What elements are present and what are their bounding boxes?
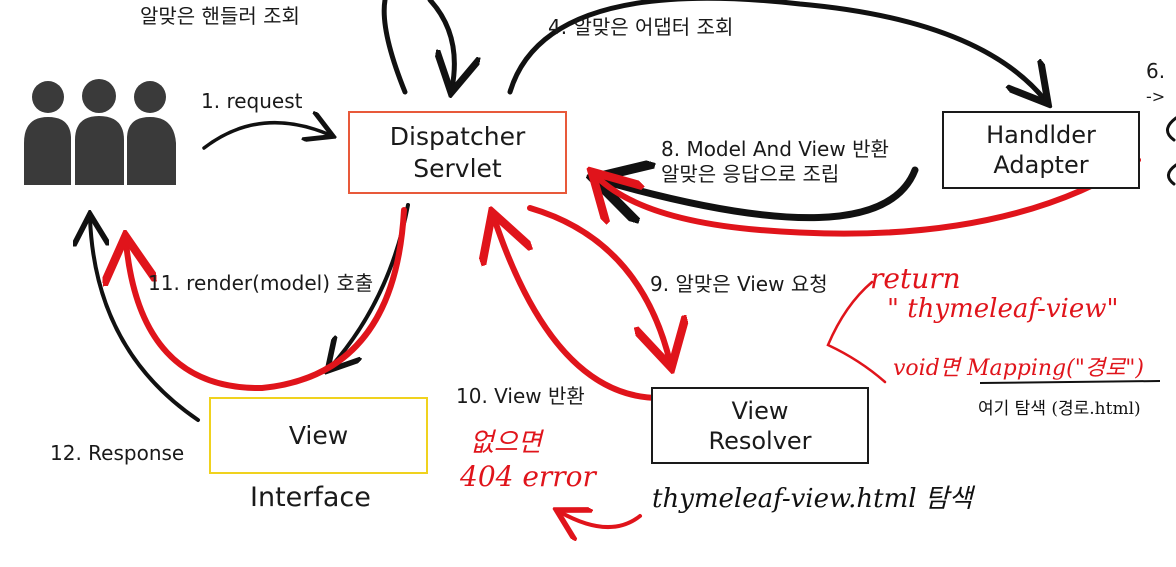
- step1-label: 1. request: [201, 89, 303, 113]
- view-resolver-box: View Resolver: [651, 387, 869, 464]
- annotation-template-search: thymeleaf-view.html 탐색: [652, 484, 973, 514]
- red-view-return-stroke: [494, 218, 665, 402]
- view-box: View: [209, 397, 428, 474]
- annotation-search-note: 여기 탐색 (경로.html): [978, 399, 1141, 419]
- red-view-request-stroke: [527, 205, 670, 362]
- adapter-label-line2: Adapter: [993, 151, 1089, 179]
- dispatcher-servlet-box: Dispatcher Servlet: [348, 111, 567, 194]
- red-render-response-stroke: [126, 207, 407, 392]
- annotation-return-value: " thymeleaf-view": [887, 294, 1119, 324]
- handler-lookup-label: 알맞은 핸들러 조회: [140, 4, 300, 28]
- step8-label-line2: 알맞은 응답으로 조립: [661, 162, 840, 186]
- annotation-missing-line1: 없으면: [470, 428, 542, 458]
- step6-arrow-label: ->: [1146, 87, 1166, 106]
- users-icon: [24, 79, 176, 185]
- annotation-return-word: return: [870, 262, 961, 295]
- step10-label: 10. View 반환: [456, 384, 585, 408]
- red-adapter-return-stroke: [596, 157, 1141, 237]
- handler-adapter-box: Handlder Adapter: [942, 111, 1140, 189]
- resolver-label-line1: View: [731, 396, 789, 425]
- request-arrow: [202, 123, 330, 150]
- adapter-label-line1: Handlder: [986, 121, 1096, 149]
- model-view-return-arrow: [600, 170, 919, 218]
- step12-label: 12. Response: [50, 441, 185, 465]
- step6-partial-label: 6.: [1146, 59, 1166, 83]
- dispatcher-label-line2: Servlet: [413, 153, 502, 183]
- annotation-missing-line2: 404 error: [460, 460, 596, 493]
- step11-label: 11. render(model) 호출: [148, 271, 374, 295]
- annotation-void-line: void면 Mapping("경로"): [893, 356, 1145, 381]
- dispatcher-label-line1: Dispatcher: [389, 122, 526, 152]
- response-arrow: [90, 218, 200, 422]
- resolver-label-line2: Resolver: [708, 426, 812, 455]
- step9-label: 9. 알맞은 View 요청: [650, 272, 828, 296]
- step8-label-line1: 8. Model And View 반환: [661, 137, 889, 161]
- adapter-lookup-arrow: [507, 0, 1045, 100]
- view-label: View: [288, 420, 349, 450]
- handler-loop-arrow: [381, 0, 454, 92]
- view-interface-caption: Interface: [250, 482, 371, 513]
- step4-label: 4. 알맞은 어댑터 조회: [548, 15, 734, 39]
- red-404-pointer: [560, 512, 642, 527]
